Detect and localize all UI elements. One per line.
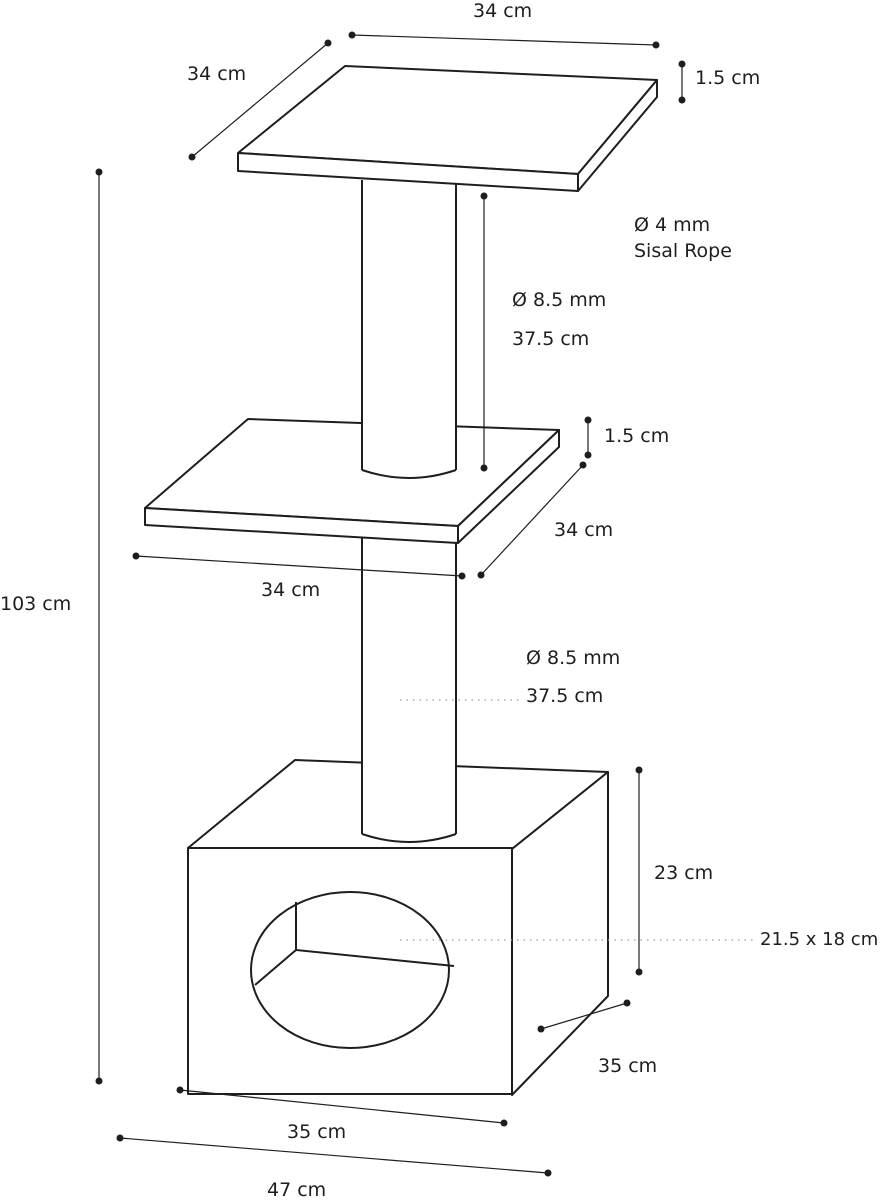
dim-box-height: [635, 766, 643, 976]
mid-depth-label: 34 cm: [554, 519, 614, 541]
upper-post-body: [362, 175, 456, 470]
dim-mid-thickness: [584, 416, 592, 459]
dim-box-width: [176, 1086, 508, 1127]
lower-post-base-curve: [361, 833, 457, 843]
base-width-label: 47 cm: [267, 1179, 327, 1201]
lower-post-diameter-label: Ø 8.5 mm: [526, 647, 621, 669]
dim-top-width: [348, 31, 660, 49]
upper-post-length-label: 37.5 cm: [512, 328, 590, 350]
middle-platform-side: [457, 429, 560, 544]
dim-total-height: [95, 168, 103, 1085]
mid-thickness-label: 1.5 cm: [604, 425, 670, 447]
lower-post-body: [362, 520, 456, 834]
top-platform: [237, 65, 658, 192]
box-depth-label: 35 cm: [598, 1055, 658, 1077]
dim-box-depth: [537, 999, 631, 1033]
middle-platform: [144, 418, 560, 544]
top-thickness-label: 1.5 cm: [695, 67, 761, 89]
box-height-label: 23 cm: [654, 862, 714, 884]
dim-base-width: [116, 1134, 552, 1177]
dim-mid-width: [132, 552, 466, 580]
box-width-label: 35 cm: [287, 1121, 347, 1143]
upper-post-base-curve: [361, 469, 457, 479]
top-width-label: 34 cm: [473, 0, 533, 22]
top-depth-label: 34 cm: [187, 63, 247, 85]
base-box: [187, 759, 609, 1096]
opening-inner-diagonal: [254, 949, 297, 986]
sisal-rope-label: Ø 4 mm Sisal Rope: [634, 214, 732, 263]
box-opening: [250, 891, 450, 1049]
dim-top-depth: [188, 39, 332, 161]
lower-post: [361, 520, 457, 843]
upper-post-diameter-label: Ø 8.5 mm: [512, 289, 607, 311]
middle-platform-top: [144, 418, 560, 527]
dimension-lines: [95, 31, 686, 1177]
dim-top-thickness: [678, 60, 686, 104]
upper-post: [361, 175, 457, 479]
total-height-label: 103 cm: [0, 593, 72, 615]
opening-size-label: 21.5 x 18 cm: [760, 929, 879, 950]
mid-width-label: 34 cm: [261, 579, 321, 601]
lower-post-length-label: 37.5 cm: [526, 685, 604, 707]
dim-upper-post-length: [480, 192, 488, 472]
top-platform-side: [577, 79, 658, 192]
dim-mid-depth: [477, 461, 587, 579]
